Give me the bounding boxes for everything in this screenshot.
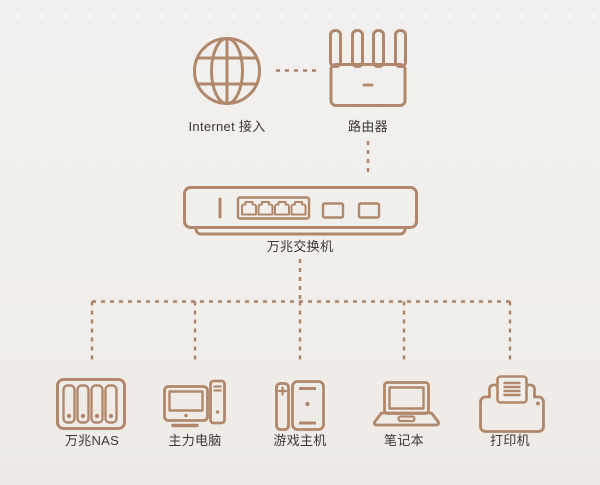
switch-label: 万兆交换机 — [266, 239, 334, 254]
router-label: 路由器 — [348, 119, 388, 134]
globe-icon — [193, 37, 261, 105]
device-label-console: 游戏主机 — [273, 433, 327, 448]
desktop-computer-icon — [163, 379, 226, 428]
nas-icon — [56, 378, 126, 430]
laptop-icon — [373, 381, 440, 427]
internet-label: Internet 接入 — [188, 119, 266, 134]
device-label-laptop: 笔记本 — [384, 433, 424, 448]
device-label-nas: 万兆NAS — [64, 433, 120, 448]
printer-icon — [479, 375, 545, 433]
game-console-icon — [275, 380, 325, 431]
device-label-desktop: 主力电脑 — [168, 433, 222, 448]
device-label-printer: 打印机 — [490, 433, 530, 448]
router-icon — [329, 29, 407, 107]
switch-icon — [183, 186, 418, 236]
